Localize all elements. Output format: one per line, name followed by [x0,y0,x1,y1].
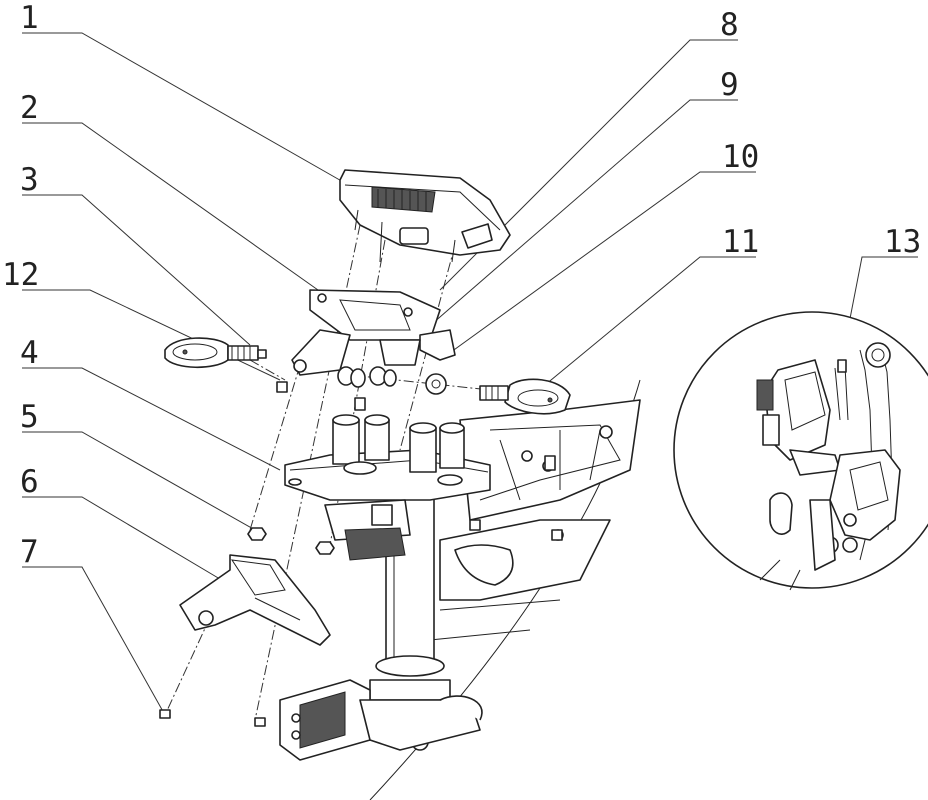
instrument-display [339,169,511,263]
callout-1: 1 [20,0,39,36]
leader-8 [439,39,738,291]
callout-8: 8 [720,7,739,43]
fasteners [159,381,563,727]
callout-11: 11 [722,224,759,260]
callout-7: 7 [20,534,39,570]
callout-4: 4 [20,335,39,371]
leader-12 [22,289,281,381]
detail-inset [673,311,928,591]
upper-triple-clamp [284,414,491,561]
leader-7 [22,566,166,716]
callout-numbers: 1 2 3 4 5 6 7 8 9 10 11 12 13 [2,0,921,570]
spacers-row [337,366,447,395]
lower-bracket [179,554,331,646]
callout-5: 5 [20,399,39,435]
callout-9: 9 [720,67,739,103]
leader-10 [439,171,756,361]
leader-3 [22,194,251,346]
leader-5 [22,431,256,531]
leader-lines [22,32,918,716]
leader-9 [424,99,738,331]
leader-11 [544,256,756,386]
callout-3: 3 [20,162,39,198]
leader-1 [22,32,346,184]
leader-4 [22,367,281,471]
leader-6 [22,496,231,586]
callout-12: 12 [2,257,39,293]
leader-2 [22,122,319,291]
mount-plate [291,289,456,376]
callout-2: 2 [20,90,39,126]
callout-10: 10 [722,139,759,175]
callout-13: 13 [884,224,921,260]
turn-signal-right [479,378,571,415]
callout-6: 6 [20,464,39,500]
lower-triple-clamp [279,679,483,761]
turn-signal-left [164,337,267,369]
